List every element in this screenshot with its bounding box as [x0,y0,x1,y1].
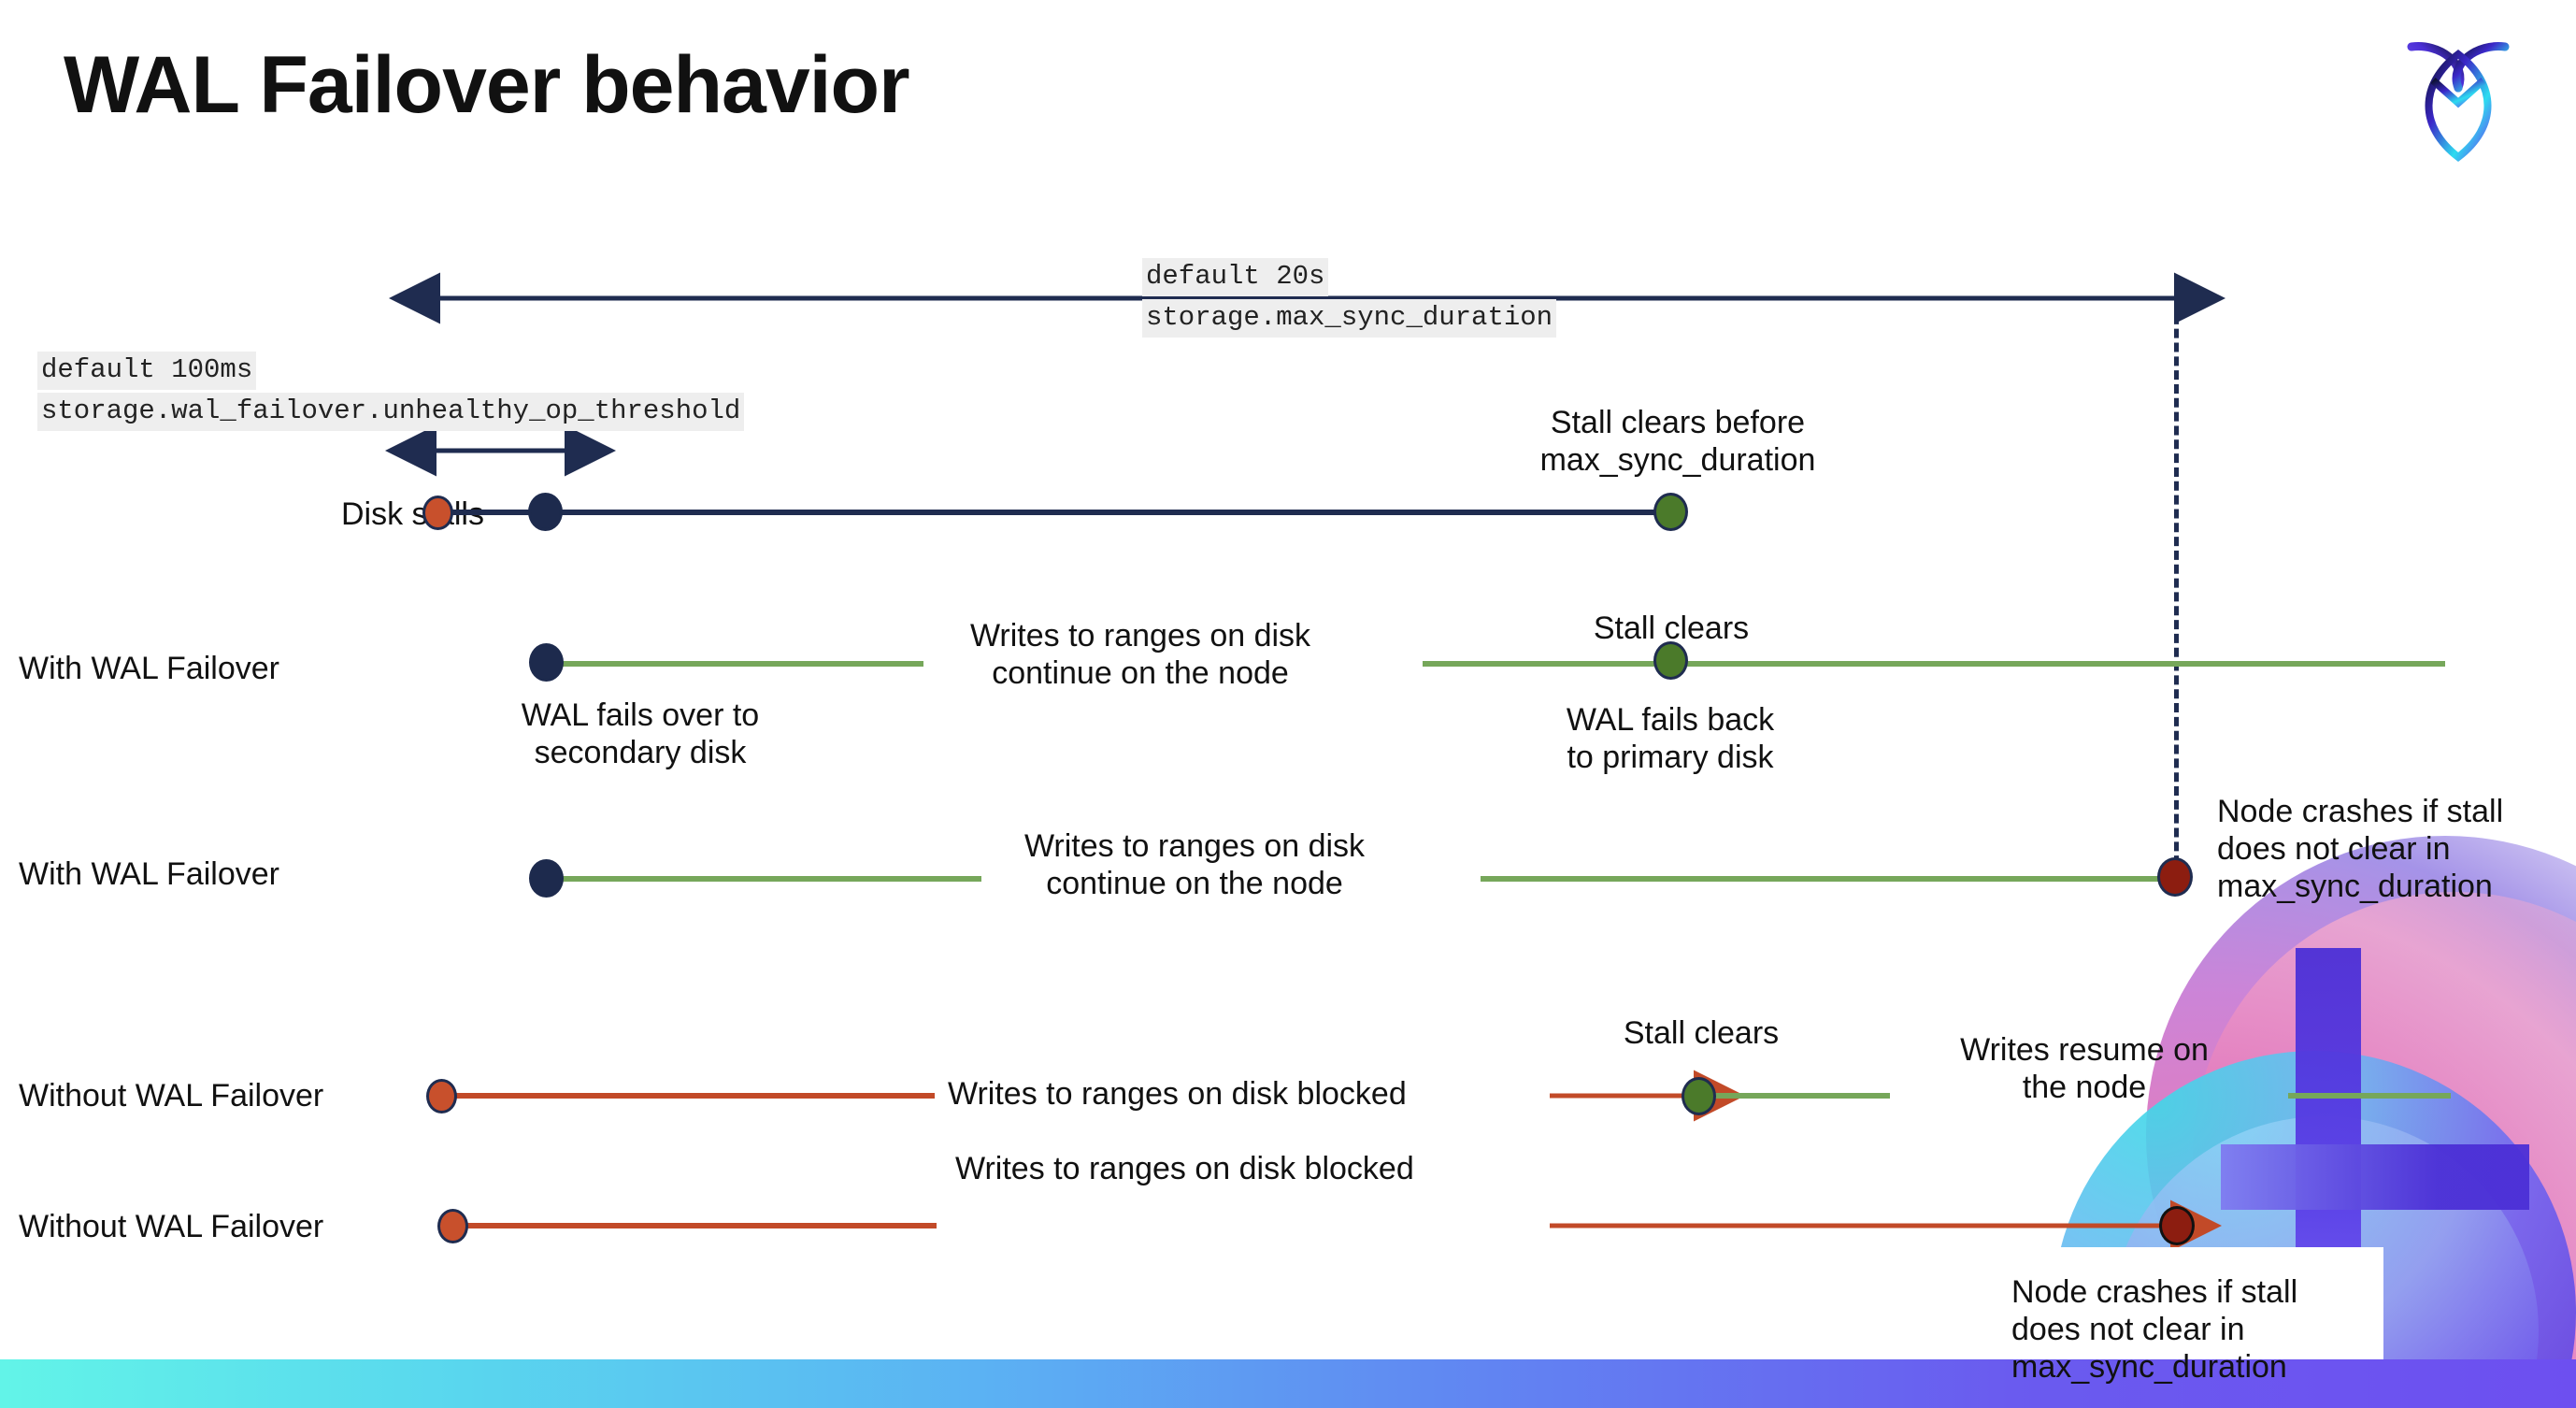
wal-failover-stall-clears-dot [1653,641,1688,680]
disk-stall-line [437,510,1671,515]
wal-failover-start-dot [529,643,564,682]
without-failover-blocked-line-1 [447,1093,935,1099]
note-writes-continue-2: Writes to ranges on disk continue on the… [1023,828,1366,902]
wal-failover-line-segment-1 [542,661,923,667]
without-failover-resume-line-1 [1712,1093,1890,1099]
without-failover-start-dot-2 [437,1209,468,1243]
max-sync-setting-label: storage.max_sync_duration [1142,299,1557,338]
wal-failover-crash-start-dot [529,859,564,898]
note-stall-clears-1: Stall clears [1593,611,1750,646]
note-stall-clears-2: Stall clears [1623,1015,1780,1051]
note-wal-fails-back: WAL fails back to primary disk [1566,702,1775,776]
disk-stall-clears-dot [1653,493,1688,531]
wal-failover-line-segment-2 [1423,661,2445,667]
cockroachdb-logo-icon [2402,26,2514,166]
without-failover-stall-clears-dot [1682,1077,1716,1115]
note-node-crashes-1: Node crashes if stall does not clear in … [2217,794,2504,905]
disk-stall-detected-dot [528,493,563,531]
max-sync-default-label: default 20s [1142,258,1329,296]
wal-failover-crash-line-segment-2 [1481,876,2174,882]
row-label-with-wal-failover-1: With WAL Failover [19,651,279,686]
without-failover-resume-line-2 [2288,1093,2451,1099]
unhealthy-op-default-label: default 100ms [37,352,257,390]
node-crash-dot-2 [2159,1206,2195,1245]
note-writes-resume: Writes resume on the node [1960,1032,2209,1106]
bottom-gradient-bar [0,1359,2576,1408]
note-writes-blocked-1: Writes to ranges on disk blocked [948,1076,1407,1112]
note-node-crashes-2: Node crashes if stall does not clear in … [2011,1274,2298,1386]
wal-failover-crash-line-segment-1 [542,876,981,882]
max-sync-duration-dropline [2174,301,2179,879]
note-wal-fails-over: WAL fails over to secondary disk [521,697,760,771]
row-label-with-wal-failover-2: With WAL Failover [19,856,279,892]
note-stall-clears-before-max-sync: Stall clears before max_sync_duration [1539,405,1816,479]
note-writes-blocked-2: Writes to ranges on disk blocked [955,1151,1414,1186]
page-title: WAL Failover behavior [64,40,910,130]
without-failover-start-dot-1 [426,1079,457,1113]
row-label-without-wal-failover-2: Without WAL Failover [19,1209,324,1244]
disk-stall-start-dot [422,496,453,530]
node-crash-dot-1 [2157,857,2193,897]
unhealthy-op-setting-label: storage.wal_failover.unhealthy_op_thresh… [37,393,745,431]
row-label-without-wal-failover-1: Without WAL Failover [19,1078,324,1113]
note-writes-continue-1: Writes to ranges on disk continue on the… [969,618,1311,692]
without-failover-blocked-line-2 [460,1223,937,1228]
